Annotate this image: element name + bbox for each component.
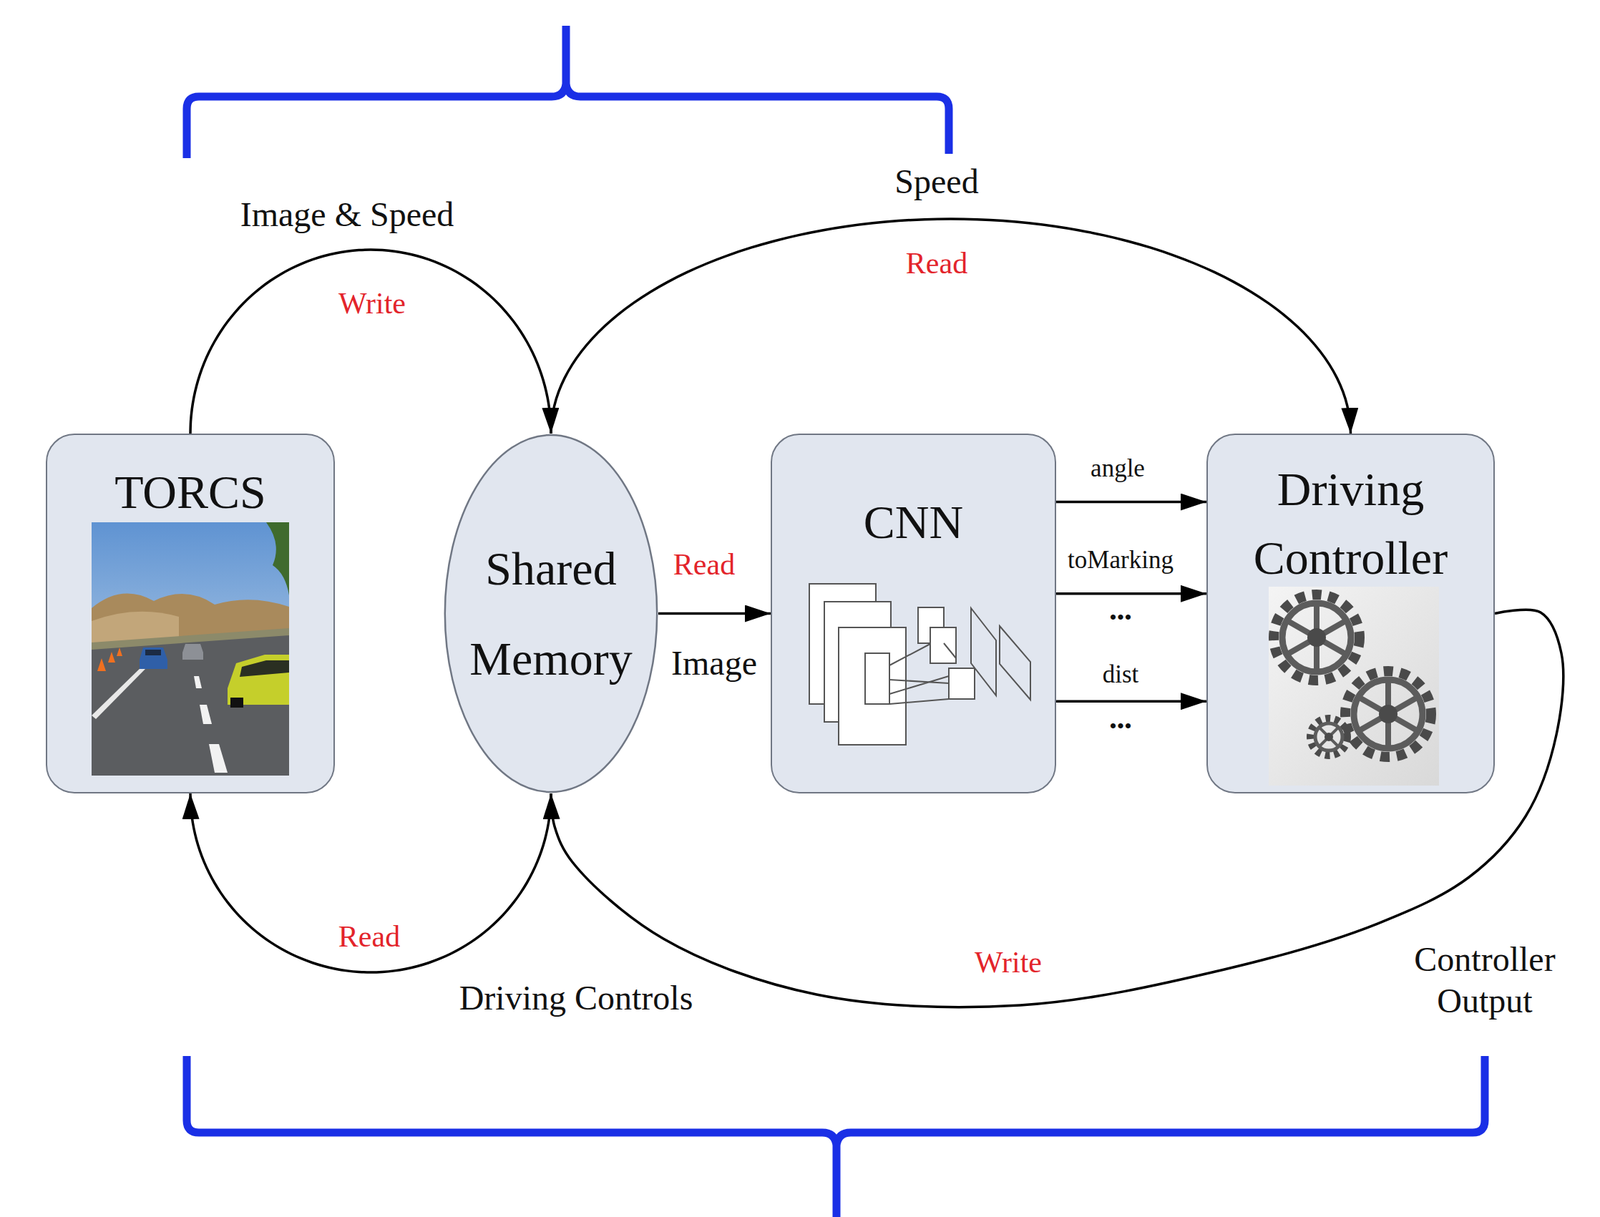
edge-label: toMarking [1066,545,1175,576]
gear-teeth [1273,594,1360,681]
feature-map [918,607,944,644]
access-tag: Read [904,245,969,282]
feature-map [824,601,891,723]
label-anchor: angle [1089,453,1147,484]
kernel-lines [889,643,956,705]
edge-label: angle [1089,453,1147,484]
sky [91,522,290,776]
lane-mark [208,744,228,773]
gear-ring [1315,723,1343,751]
yellow-car [227,654,290,705]
ellipse-outline [443,433,659,794]
car-window [145,649,162,656]
node-title: TORCS [114,463,267,521]
label-anchor: Image & Speed [238,193,456,236]
label-anchor: ••• [1107,713,1134,740]
flow-arrow [1056,699,1207,703]
node-title: Driving Controller [1222,455,1480,592]
label-anchor: Read [671,546,737,583]
trees [266,522,290,596]
access-tag: Write [973,944,1044,981]
torcs-screenshot [91,522,290,776]
hills [91,593,290,648]
edge-label: Driving Controls [457,977,695,1019]
label-anchor: Controller Output [1398,938,1571,1022]
car-window [239,660,290,677]
lane-mark [193,676,202,689]
label-anchor: Speed [893,161,980,203]
label-anchor: Read [904,245,969,282]
gear-ring [1282,603,1351,672]
label-anchor: Image [669,642,759,685]
feature-map [930,627,956,664]
gear-ring [1353,679,1423,749]
access-tag: Read [337,918,402,955]
road-edge [91,665,147,720]
cnn-box: CNN [770,433,1057,794]
node-title: CNN [863,493,964,551]
access-tag: Read [671,546,737,583]
gear-hub [1307,628,1326,647]
label-anchor: Write [337,285,408,322]
feature-map [838,627,906,745]
gear-hub [1378,704,1398,724]
cone [97,658,106,672]
label-anchor: Read [337,918,402,955]
label-anchor: dist [1101,659,1141,690]
flow-arrow [190,249,551,434]
flow-arrow [1056,592,1207,596]
label-anchor: ••• [1107,604,1134,631]
dense-layer [999,626,1031,700]
grey-car [182,644,204,660]
edge-label: Image [669,642,759,685]
connector-group [190,218,1564,1008]
dense-layer [971,608,997,696]
flow-arrow [550,218,1351,434]
edge-label: Speed [893,161,980,203]
simulator-box: TORCS [45,433,335,794]
ellipse-shape [445,435,657,793]
bottom-brace [186,1056,1485,1217]
node-title: Shared Memory [462,523,640,704]
ellipsis-mark: ••• [1107,713,1134,740]
gear-spokes [1358,679,1419,749]
car-wheel [230,697,244,708]
ellipsis-mark: ••• [1107,604,1134,631]
gears-ground [1268,586,1439,786]
shared-memory-ellipse: Shared Memory [443,433,659,794]
edge-label: Controller Output [1398,938,1571,1022]
gear-spokes [1319,727,1339,747]
verge [91,628,290,652]
label-anchor: Write [973,944,1044,981]
edge-label: Image & Speed [238,193,456,236]
flow-arrow [1056,500,1207,504]
flow-arrow [190,793,551,973]
gear-teeth [1310,718,1348,756]
gear-teeth [1345,671,1432,758]
flow-arrow [658,612,771,616]
blue-car [139,647,168,670]
controller-box: Driving Controller [1206,433,1495,794]
gear-spokes [1286,603,1347,672]
cone [116,647,123,657]
hills-shade [91,611,179,648]
cnn-sketch [809,583,1031,745]
top-brace [186,25,949,159]
feature-map [809,583,876,705]
gear-hub [1324,732,1334,742]
lane-mark [199,704,212,725]
cone [108,651,116,663]
road [91,635,290,776]
edge-label: dist [1101,659,1141,690]
feature-map [948,668,975,700]
label-anchor: Driving Controls [457,977,695,1019]
kernel [865,653,890,705]
gears-picture [1268,586,1439,786]
label-anchor: toMarking [1066,545,1175,576]
access-tag: Write [337,285,408,322]
